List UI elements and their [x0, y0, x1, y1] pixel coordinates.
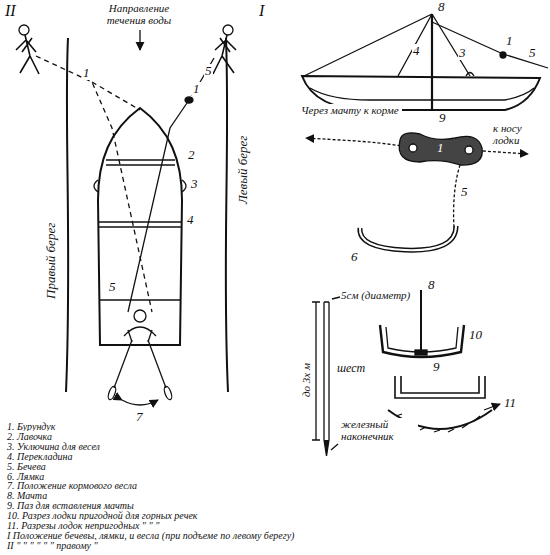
pole	[324, 302, 329, 440]
dimension-line	[312, 302, 320, 440]
rower-head	[134, 310, 146, 322]
tow-rope	[192, 58, 214, 96]
dimension-label: до 3х м	[300, 362, 312, 398]
callout-number: 5	[204, 64, 213, 78]
hauler-figure	[213, 35, 236, 74]
mast-stay	[304, 14, 470, 76]
pole-tip	[324, 440, 329, 456]
crossbar	[99, 221, 181, 222]
burunduk-piece	[399, 133, 482, 165]
hauler-figure	[16, 35, 39, 74]
view-numeral: II	[4, 2, 17, 20]
right-bank-line	[66, 38, 68, 392]
oarlock	[182, 180, 186, 192]
tow-rope	[128, 100, 189, 312]
boat-section-bad	[395, 376, 485, 398]
hauler-figure	[223, 25, 233, 35]
callout-number: 7	[135, 410, 144, 424]
bench	[100, 299, 180, 300]
leader-line	[332, 297, 340, 299]
burunduk-hole	[409, 144, 417, 152]
callout-number: 8	[437, 0, 446, 14]
callout-number: 3	[190, 177, 199, 191]
rower-body	[124, 327, 156, 342]
callout-number: 10	[468, 328, 483, 342]
callout-number: 1	[436, 141, 445, 155]
callout-number: 4	[186, 213, 195, 227]
callout-number: 8	[427, 278, 436, 292]
callout-number: 5	[528, 46, 537, 60]
legend-entry: II " " " " " " правому "	[6, 540, 99, 551]
view-numeral: I	[258, 2, 265, 20]
tow-rope-alt	[36, 56, 152, 312]
bank-name: Правый берег	[44, 222, 58, 300]
harness	[360, 226, 456, 250]
flow-direction: Направление течения воды	[88, 2, 190, 26]
callout-number: 2	[187, 148, 196, 162]
boat-top-view	[98, 108, 182, 345]
mast-slot	[415, 350, 427, 355]
dimension-label: 5см (диаметр)	[340, 289, 411, 301]
oar-blade	[163, 385, 173, 400]
boat-section-good	[380, 325, 464, 357]
callout-number: 5	[108, 280, 117, 294]
callout-arrow	[484, 404, 500, 410]
callout-number: 4	[412, 44, 421, 58]
side-rope	[432, 22, 548, 68]
oar	[114, 340, 132, 388]
callout-number: 3	[458, 46, 467, 60]
rope-direction-note: к носу лодки	[492, 122, 546, 146]
harness	[360, 226, 456, 250]
bench	[106, 164, 175, 165]
boat-plank	[310, 88, 534, 100]
part-name: шест	[336, 362, 366, 375]
mast-section	[420, 290, 422, 352]
rope-direction-note: Через мачту к корме	[300, 104, 402, 116]
callout-number: 9	[432, 360, 441, 374]
crossbar	[99, 226, 181, 227]
oarlock	[94, 180, 98, 192]
bench	[106, 159, 175, 160]
burunduk	[500, 52, 506, 58]
callout-number: 5	[460, 185, 469, 199]
tow-rope-alt	[92, 82, 140, 110]
leader-line	[331, 444, 338, 450]
callout-number: 6	[350, 250, 359, 264]
callout-number: 9	[438, 111, 447, 125]
left-bank-line	[226, 38, 228, 392]
callout-number: 11	[503, 396, 517, 410]
part-name: железный наконечник	[340, 418, 418, 442]
oar-blade	[107, 385, 117, 400]
boat-section-good	[386, 327, 458, 352]
callout-number: 1	[505, 34, 514, 48]
callout-number: 1	[82, 66, 91, 80]
oar-arc	[122, 400, 158, 405]
flow-arrow	[139, 30, 140, 50]
hauler-figure	[19, 25, 29, 35]
burunduk-hole	[465, 146, 473, 154]
bank-name: Левый берег	[236, 135, 250, 205]
callout-number: 1	[192, 82, 201, 96]
oarlock	[466, 73, 474, 77]
oar	[148, 340, 166, 388]
mast	[431, 14, 433, 110]
